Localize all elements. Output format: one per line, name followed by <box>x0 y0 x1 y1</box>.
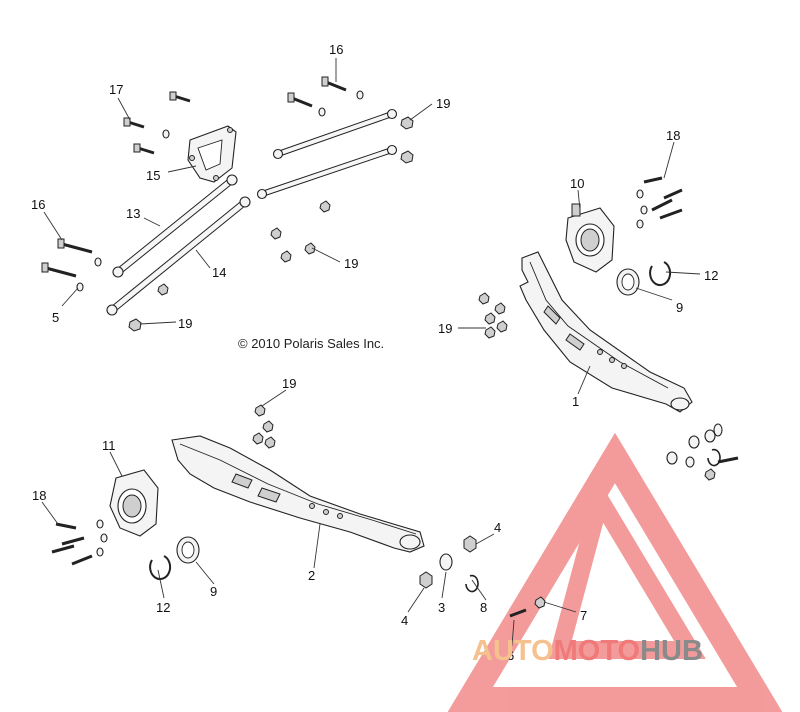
callout-19-center: 19 <box>282 376 296 391</box>
bolt-set-17 <box>123 91 191 155</box>
callout-18-right: 18 <box>666 128 680 143</box>
callout-labels: 16 17 19 15 16 13 14 19 5 19 18 10 12 9 … <box>31 42 718 663</box>
callout-16-left: 16 <box>31 197 45 212</box>
callout-19-top: 19 <box>436 96 450 111</box>
radius-rod-13 <box>112 174 238 278</box>
callout-6: 6 <box>507 648 514 663</box>
snap-ring-12-left <box>149 555 172 581</box>
svg-text:AUTOMOTOHUB: AUTOMOTOHUB <box>472 635 703 667</box>
leader-lines <box>41 58 701 647</box>
nut-set-19-left <box>128 283 169 332</box>
callout-8: 8 <box>480 600 487 615</box>
callout-18-left: 18 <box>32 488 46 503</box>
callout-3: 3 <box>438 600 445 615</box>
copyright-text: © 2010 Polaris Sales Inc. <box>238 336 384 351</box>
trailing-arm-2 <box>171 435 425 553</box>
callout-1: 1 <box>572 394 579 409</box>
callout-10: 10 <box>570 176 584 191</box>
toe-link-upper <box>272 108 398 160</box>
callout-19-mid: 19 <box>344 256 358 271</box>
callout-14: 14 <box>212 265 226 280</box>
callout-19-right: 19 <box>438 321 452 336</box>
callout-12-left: 12 <box>156 600 170 615</box>
pivot-hardware-right <box>666 423 739 481</box>
callout-5: 5 <box>52 310 59 325</box>
nut-set-19-center <box>252 404 276 449</box>
callout-13: 13 <box>126 206 140 221</box>
bolt-set-16-top <box>287 76 364 117</box>
bearing-9-left <box>176 536 200 564</box>
watermark-brand: AUTOMOTOHUB <box>472 635 703 667</box>
bearing-9-right <box>616 268 640 296</box>
bearing-carrier-11 <box>109 469 159 537</box>
callout-11: 11 <box>102 438 116 453</box>
callout-15: 15 <box>146 168 160 183</box>
callout-19-left: 19 <box>178 316 192 331</box>
watermark-auto: AUTO <box>472 635 554 667</box>
nut-set-19-right <box>478 292 508 339</box>
nut-set-19-top <box>270 116 414 263</box>
pivot-hardware-lower <box>419 535 546 618</box>
watermark-hub: HUB <box>640 635 703 667</box>
radius-rod-14 <box>106 196 251 316</box>
callout-4-right: 4 <box>494 520 501 535</box>
callout-9-left: 9 <box>210 584 217 599</box>
callout-2: 2 <box>308 568 315 583</box>
snap-ring-12-right <box>649 261 672 287</box>
callout-12-right: 12 <box>704 268 718 283</box>
callout-9-right: 9 <box>676 300 683 315</box>
callout-4-left: 4 <box>401 613 408 628</box>
bolt-set-18-left <box>51 519 108 566</box>
bracket-15 <box>187 125 237 183</box>
trailing-arm-1 <box>519 251 693 413</box>
watermark-logo <box>447 432 783 712</box>
callout-17: 17 <box>109 82 123 97</box>
bolt-set-16-left <box>41 238 102 292</box>
bolt-set-18-right <box>636 176 683 229</box>
callout-16-top: 16 <box>329 42 343 57</box>
watermark-moto: MOTO <box>554 635 640 667</box>
callout-7: 7 <box>580 608 587 623</box>
bearing-carrier-10 <box>565 203 615 273</box>
toe-link-lower <box>256 144 398 200</box>
